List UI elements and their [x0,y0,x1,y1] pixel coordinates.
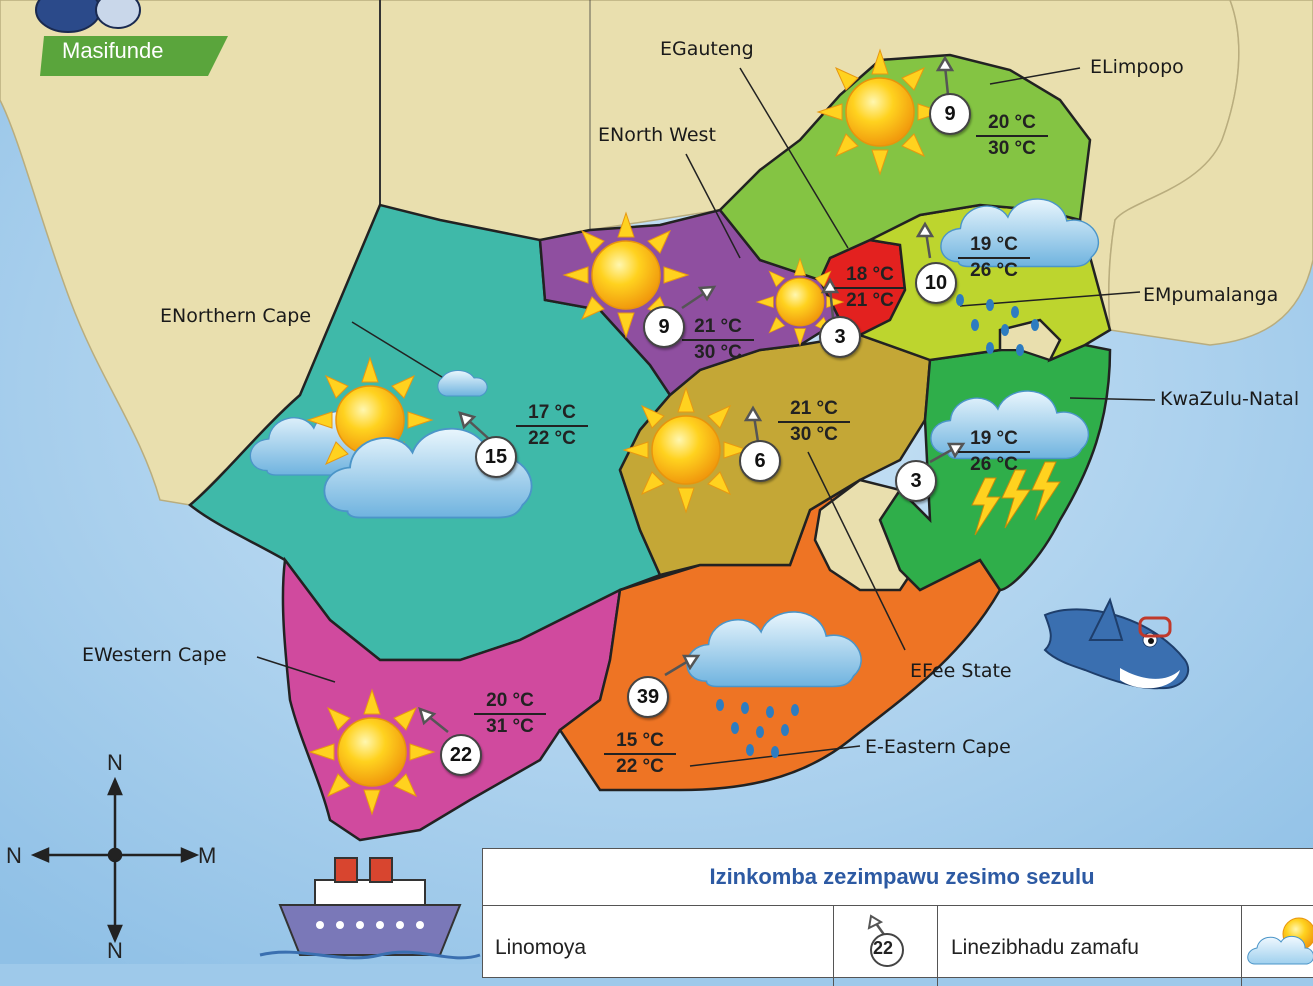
kwazulu-natal-thunderstorm-icon [930,390,1090,536]
temp-kwazulu-natal: 19 °C 26 °C [958,428,1030,476]
masifunde-badge [35,0,228,76]
compass-rose [30,776,200,944]
legend-windy-symbol: 22 [833,906,938,986]
weather-symbol-legend: Izinkomba zezimpawu zesimo sezulu Linomo… [482,848,1313,986]
legend-wind-value: 22 [873,938,894,958]
limpopo-sun-icon [817,49,943,175]
wind-northern-cape: 15 [475,436,517,478]
compass-west-label: N [6,843,22,868]
wind-north-west: 9 [643,306,685,348]
temp-high: 18 °C [834,264,906,289]
wind-kwazulu-natal: 3 [895,460,937,502]
label-limpopo: ELimpopo [1090,56,1184,78]
label-kwazulu-natal: KwaZulu-Natal [1160,388,1300,410]
legend-row-partly-cloudy: Linezibhadu zamafu [937,906,1242,986]
temp-mpumalanga: 19 °C 26 °C [958,234,1030,282]
free-state-sun-icon [623,387,749,513]
temp-low: 31 °C [486,716,534,737]
wind-limpopo: 9 [929,93,971,135]
temp-low: 22 °C [528,428,576,449]
eastern-cape-rain-cloud-icon [686,611,862,758]
temp-gauteng: 18 °C 21 °C [834,264,906,312]
wind-eastern-cape: 39 [627,676,669,718]
region-limpopo [718,53,1092,282]
wind-arrows [418,55,966,733]
temp-high: 15 °C [604,730,676,755]
badge-label: Masifunde [62,38,164,63]
temp-low: 30 °C [988,138,1036,159]
label-mpumalanga: EMpumalanga [1143,284,1279,306]
wind-free-state: 6 [739,440,781,482]
label-eastern-cape: E-Eastern Cape [865,736,1011,758]
temp-low: 22 °C [616,756,664,777]
temp-low: 21 °C [846,290,894,311]
temp-low: 30 °C [694,342,742,363]
partly-cloudy-icon [1247,917,1313,965]
temp-high: 19 °C [958,428,1030,453]
northern-cape-partly-cloudy-icon [249,357,533,519]
temp-high: 20 °C [976,112,1048,137]
temp-eastern-cape: 15 °C 22 °C [604,730,676,778]
mozambique [1108,0,1313,346]
label-western-cape: EWestern Cape [82,644,227,666]
mpumalanga-rain-cloud-icon [940,198,1100,356]
label-gauteng: EGauteng [660,38,754,60]
temp-northern-cape: 17 °C 22 °C [516,402,588,450]
temp-low: 26 °C [970,454,1018,475]
temp-high: 21 °C [682,316,754,341]
temp-limpopo: 20 °C 30 °C [976,112,1048,160]
ship-icon [259,857,481,960]
western-cape-sun-icon [309,689,435,815]
temp-high: 20 °C [474,690,546,715]
compass-south-label: N [107,938,123,963]
temp-low: 26 °C [970,260,1018,281]
compass-east-label: M [198,843,217,868]
label-northern-cape: ENorthern Cape [160,305,312,327]
label-free-state: EFee State [910,660,1012,682]
temp-high: 19 °C [958,234,1030,259]
legend-title: Izinkomba zezimpawu zesimo sezulu [483,849,1313,906]
legend-partly-cloudy-label: Linezibhadu zamafu [951,936,1139,959]
wind-gauteng: 3 [819,316,861,358]
temp-north-west: 21 °C 30 °C [682,316,754,364]
wind-western-cape: 22 [440,734,482,776]
temp-high: 17 °C [516,402,588,427]
label-north-west: ENorth West [598,124,716,146]
legend-partly-cloudy-symbol [1241,906,1313,986]
temp-western-cape: 20 °C 31 °C [474,690,546,738]
temp-free-state: 21 °C 30 °C [778,398,850,446]
south-africa-map [0,0,1313,964]
compass-north-label: N [107,750,123,775]
temp-low: 30 °C [790,424,838,445]
shark-icon [1043,597,1190,690]
legend-windy-label: Linomoya [495,936,587,959]
legend-row-windy: Linomoya [483,906,834,986]
wind-mpumalanga: 10 [915,262,957,304]
temp-high: 21 °C [778,398,850,423]
